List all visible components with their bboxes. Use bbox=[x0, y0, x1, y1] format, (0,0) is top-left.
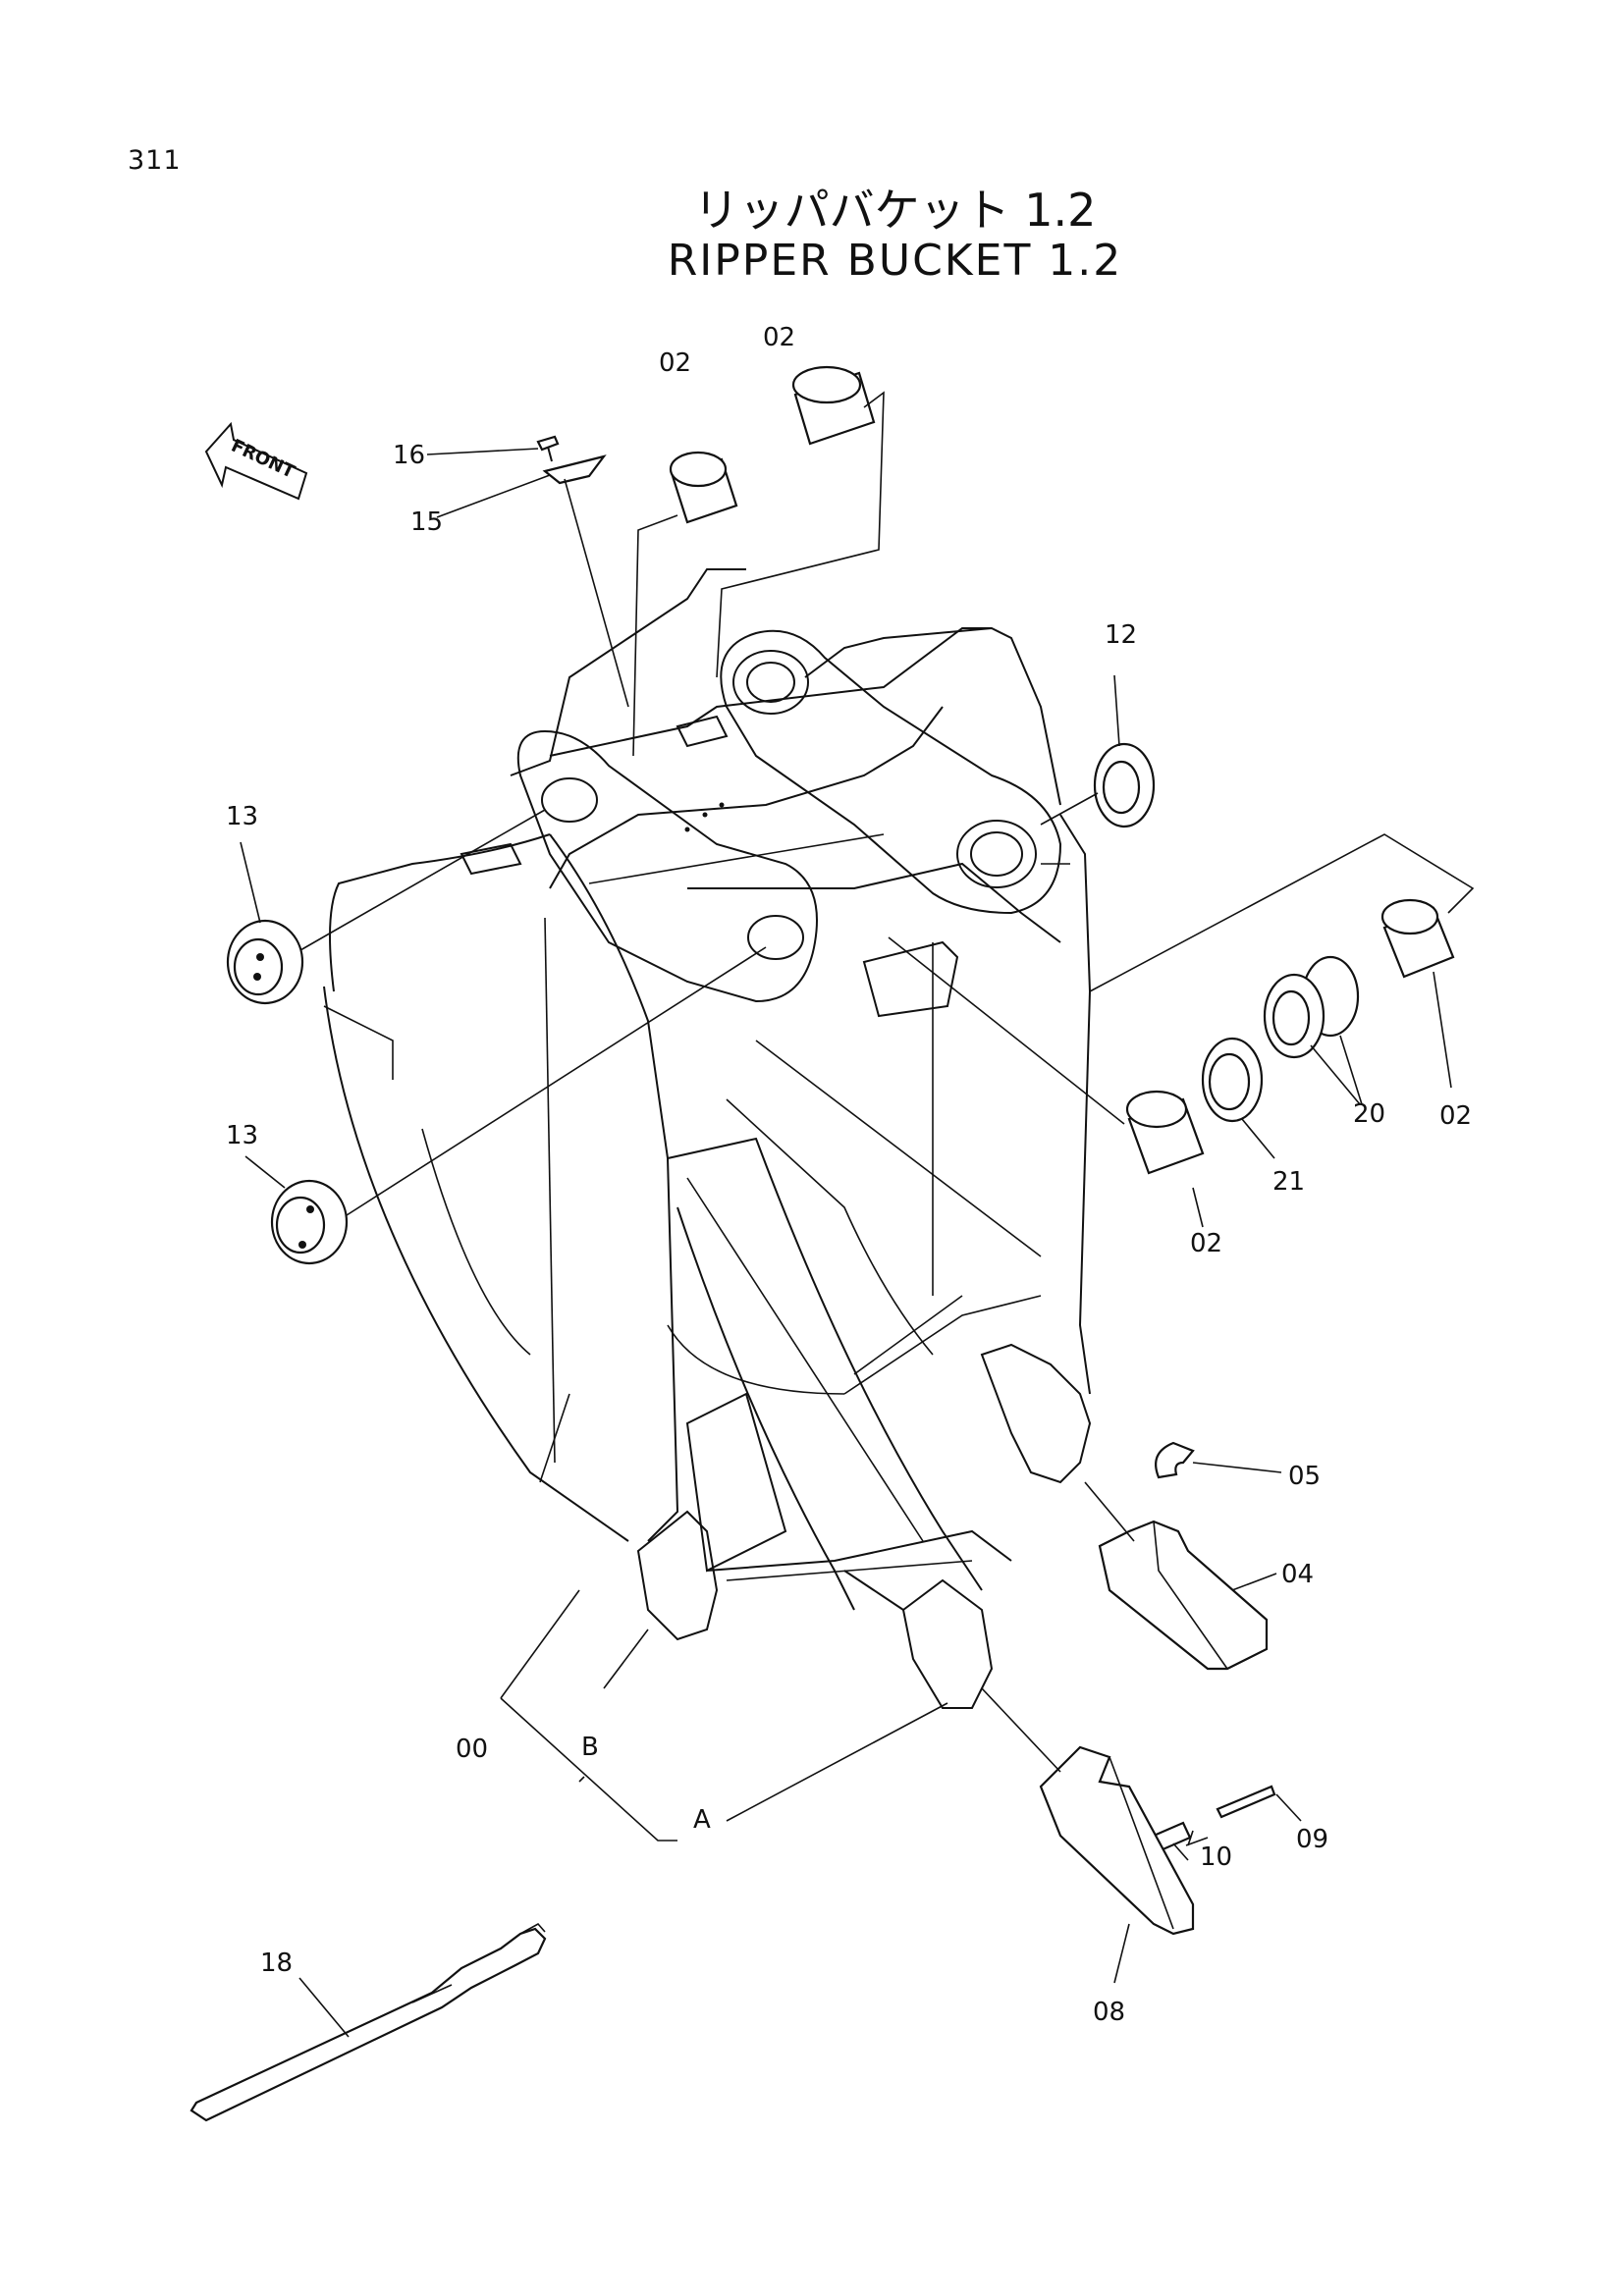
callout-04: 04 bbox=[1281, 1560, 1314, 1589]
bushing-part bbox=[1380, 898, 1455, 979]
tooth-part bbox=[1098, 1520, 1269, 1671]
lock-part bbox=[1155, 1441, 1195, 1479]
bushing-part bbox=[791, 365, 876, 446]
callout-b: B bbox=[581, 1733, 599, 1762]
callout-08: 08 bbox=[1093, 1998, 1125, 2027]
bolt-part bbox=[536, 435, 560, 462]
leader-lines bbox=[240, 391, 1475, 2038]
callout-12: 12 bbox=[1105, 620, 1137, 650]
callout-10: 10 bbox=[1200, 1842, 1232, 1872]
callout-05: 05 bbox=[1288, 1462, 1321, 1491]
bucket-body bbox=[323, 568, 1092, 1709]
callout-a: A bbox=[693, 1805, 711, 1835]
callout-20: 20 bbox=[1353, 1099, 1385, 1129]
callout-15: 15 bbox=[410, 507, 443, 537]
callout-16: 16 bbox=[393, 441, 425, 470]
plate-part bbox=[542, 454, 607, 485]
tooth-part bbox=[1039, 1745, 1195, 1936]
pin-part bbox=[1216, 1785, 1276, 1819]
bushing-part bbox=[1125, 1090, 1205, 1175]
washer-part bbox=[1093, 742, 1156, 828]
bushing-part bbox=[669, 451, 738, 524]
front-arrow-icon: FRONT bbox=[204, 421, 308, 501]
callout-13: 13 bbox=[226, 802, 258, 831]
callout-18: 18 bbox=[260, 1949, 293, 1978]
title-japanese: リッパバケット 1.2 bbox=[693, 184, 1097, 237]
seal-part bbox=[1263, 955, 1360, 1059]
callout-00: 00 bbox=[456, 1735, 488, 1764]
collar-part bbox=[226, 919, 304, 1005]
title-english: RIPPER BUCKET 1.2 bbox=[667, 236, 1123, 286]
shim-part bbox=[1201, 1037, 1264, 1123]
collar-part bbox=[270, 1179, 349, 1265]
callout-02: 02 bbox=[763, 323, 795, 352]
callout-09: 09 bbox=[1296, 1825, 1328, 1854]
callout-02: 02 bbox=[1439, 1101, 1472, 1131]
page-number: 311 bbox=[128, 145, 182, 176]
callout-21: 21 bbox=[1272, 1167, 1305, 1197]
callout-02: 02 bbox=[1190, 1229, 1222, 1258]
callout-13: 13 bbox=[226, 1121, 258, 1150]
front-label: FRONT bbox=[228, 436, 298, 483]
callout-02: 02 bbox=[659, 348, 691, 378]
tool-part bbox=[189, 1922, 547, 2122]
